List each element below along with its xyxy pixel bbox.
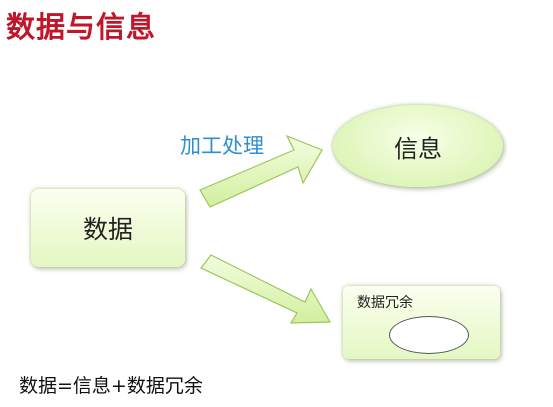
arrow-to-information: [199, 134, 323, 208]
redundancy-ellipse: [389, 316, 469, 354]
formula-text: 数据=信息+数据冗余: [19, 375, 203, 397]
arrow-to-redundancy: [200, 254, 332, 324]
process-label: 加工处理: [180, 134, 264, 158]
redundancy-node-label: 数据冗余: [357, 295, 413, 311]
data-node-label: 数据: [82, 215, 133, 244]
data-node: 数据: [31, 189, 185, 267]
information-node-label: 信息: [394, 134, 442, 163]
page-title: 数据与信息: [6, 10, 157, 44]
information-node: 信息: [333, 105, 503, 187]
redundancy-node: 数据冗余: [343, 286, 500, 359]
